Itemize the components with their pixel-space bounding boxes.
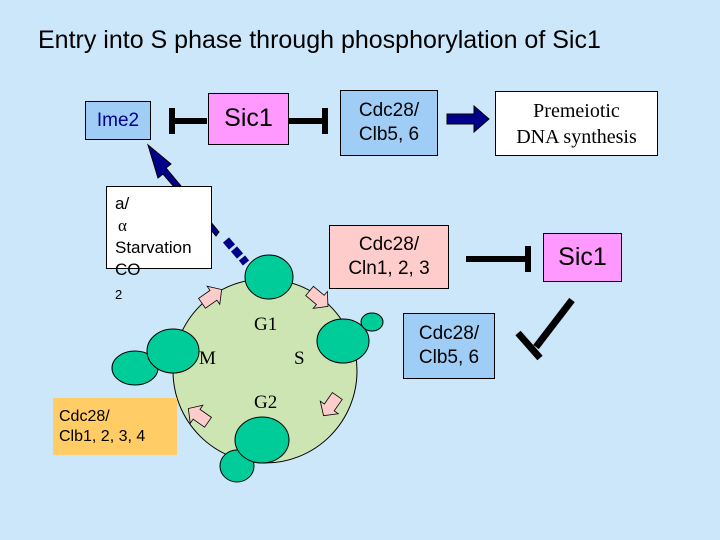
cdc28-clb1234-box: Cdc28/ Clb1, 2, 3, 4 [53, 398, 177, 455]
alpha-symbol: α [118, 216, 127, 236]
yeast-cell-top [244, 254, 294, 300]
cycle-arrow-s-g2 [319, 391, 343, 417]
inhibition-sic1-clb56 [515, 297, 575, 361]
cdc28-clb56-top-line2: Clb5, 6 [358, 124, 420, 145]
cdc28-cln123-box: Cdc28/ Cln1, 2, 3 [329, 225, 449, 289]
cycle-arrow-g1-s [305, 285, 329, 309]
sic1-box-right: Sic1 [543, 233, 622, 282]
cdc28-cln-line2: Cln1, 2, 3 [348, 258, 430, 279]
cycle-arrow-g2-m [187, 404, 213, 428]
cdc28-clb56-right-line2: Clb5, 6 [418, 347, 480, 368]
cdc28-clb56-right-line1: Cdc28/ [418, 323, 480, 345]
signal-co2-subscript: 2 [115, 287, 123, 303]
arrow-activation-premeiotic [446, 104, 490, 134]
cdc28-clb1234-line2: Clb1, 2, 3, 4 [59, 427, 146, 445]
inhibition-ime2-sic1 [169, 108, 207, 134]
cycle-arrow-g1 [197, 285, 223, 309]
premeiotic-line2: DNA synthesis [516, 125, 637, 148]
yeast-cell-bottom [219, 416, 290, 483]
premeiotic-line1: Premeiotic [533, 99, 620, 122]
signal-starvation: Starvation [115, 238, 192, 258]
sic1-label-right: Sic1 [558, 242, 607, 271]
signal-mating-type: a/α [115, 193, 192, 237]
signals-box: a/α Starvation CO 2 [106, 186, 212, 302]
cdc28-clb56-box-right: Cdc28/ Clb5, 6 [403, 313, 495, 379]
signal-a-prefix: a/ [115, 194, 130, 213]
ime2-box: Ime2 [85, 101, 151, 140]
cdc28-clb56-box-top: Cdc28/ Clb5, 6 [340, 90, 438, 156]
premeiotic-box: Premeiotic DNA synthesis [495, 91, 658, 156]
phase-label-g1: G1 [254, 314, 278, 335]
cdc28-clb1234-line1: Cdc28/ [59, 407, 110, 425]
inhibition-cln-sic1 [466, 246, 531, 272]
inhibition-sic1-cdc28 [289, 108, 328, 134]
yeast-cell-right [316, 312, 384, 364]
cdc28-clb56-top-line1: Cdc28/ [358, 100, 420, 122]
signal-co2-main: CO [115, 260, 141, 280]
phase-label-s: S [294, 348, 305, 369]
yeast-cell-left [111, 328, 200, 386]
page-title: Entry into S phase through phosphorylati… [38, 26, 601, 54]
signal-co2: CO 2 [115, 259, 192, 304]
phase-label-g2: G2 [254, 392, 278, 413]
cdc28-cln-line1: Cdc28/ [358, 234, 420, 256]
sic1-box-top: Sic1 [208, 93, 289, 145]
sic1-label-top: Sic1 [224, 104, 273, 133]
phase-label-m: M [199, 348, 216, 369]
ime2-label: Ime2 [96, 109, 140, 131]
